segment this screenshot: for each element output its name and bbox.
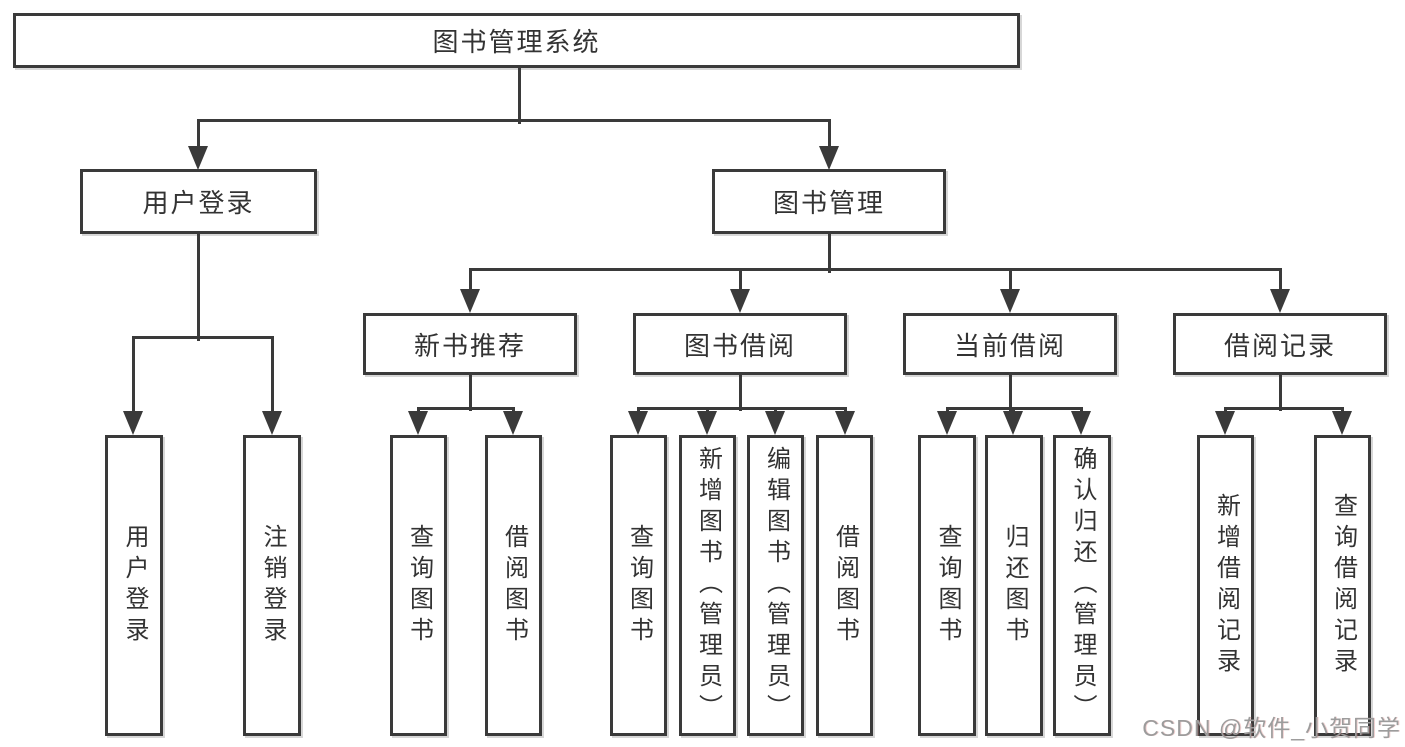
node-new-book-recommend: 新书推荐 xyxy=(363,313,577,375)
node-leaf-query-books-3: 查询图书 xyxy=(918,435,976,736)
arrowhead-icon xyxy=(408,411,428,435)
node-current-borrowing: 当前借阅 xyxy=(903,313,1117,375)
connector-line xyxy=(468,373,472,411)
arrowhead-icon xyxy=(1071,411,1091,435)
node-label: 查询图书 xyxy=(625,523,653,648)
connector-line xyxy=(1008,267,1012,295)
connector-line xyxy=(270,335,274,417)
node-leaf-add-books: 新增图书（管理员） xyxy=(679,435,736,736)
node-label: 当前借阅 xyxy=(953,330,1066,361)
connector-line xyxy=(1223,406,1344,410)
node-label: 新书推荐 xyxy=(413,330,526,361)
arrowhead-icon xyxy=(697,411,717,435)
arrowhead-icon xyxy=(1215,411,1235,435)
node-label: 借阅图书 xyxy=(831,523,859,648)
arrowhead-icon xyxy=(1003,411,1023,435)
connector-line xyxy=(636,406,847,410)
connector-line xyxy=(468,267,472,295)
arrowhead-icon xyxy=(1332,411,1352,435)
arrowhead-icon xyxy=(503,411,523,435)
arrowhead-icon xyxy=(1270,289,1290,313)
connector-line xyxy=(738,267,742,295)
connector-line xyxy=(196,118,200,152)
node-label: 新增图书（管理员） xyxy=(694,446,722,725)
node-label: 用户登录 xyxy=(142,188,255,218)
node-book-borrowing: 图书借阅 xyxy=(633,313,847,375)
connector-line xyxy=(1278,373,1282,411)
arrowhead-icon xyxy=(819,146,839,170)
connector-line xyxy=(1008,373,1012,411)
connector-line xyxy=(131,335,135,417)
node-label: 编辑图书（管理员） xyxy=(762,446,790,725)
arrowhead-icon xyxy=(262,411,282,435)
connector-line xyxy=(517,66,521,124)
arrowhead-icon xyxy=(730,289,750,313)
connector-line xyxy=(196,118,831,122)
node-library-management-system: 图书管理系统 xyxy=(13,13,1020,68)
connector-line xyxy=(196,232,200,341)
arrowhead-icon xyxy=(188,146,208,170)
node-leaf-query-borrow-record: 查询借阅记录 xyxy=(1314,435,1371,736)
node-label: 查询图书 xyxy=(934,523,961,648)
node-label: 借阅记录 xyxy=(1223,330,1336,361)
node-leaf-return-books: 归还图书 xyxy=(985,435,1043,736)
connector-line xyxy=(416,406,515,410)
node-leaf-edit-books: 编辑图书（管理员） xyxy=(747,435,804,736)
connector-line xyxy=(1278,267,1282,295)
node-label: 图书管理 xyxy=(772,188,885,218)
connector-line xyxy=(738,373,742,411)
node-leaf-borrow-books-1: 借阅图书 xyxy=(485,435,542,736)
connector-line xyxy=(827,118,831,152)
node-leaf-borrow-books-2: 借阅图书 xyxy=(816,435,873,736)
node-label: 借阅图书 xyxy=(500,523,528,648)
connector-line xyxy=(468,267,1282,271)
arrowhead-icon xyxy=(835,411,855,435)
connector-line xyxy=(131,335,274,339)
arrowhead-icon xyxy=(628,411,648,435)
arrowhead-icon xyxy=(937,411,957,435)
node-book-management: 图书管理 xyxy=(712,169,946,234)
node-user-login: 用户登录 xyxy=(80,169,317,234)
node-label: 查询图书 xyxy=(405,523,433,648)
node-leaf-confirm-return: 确认归还（管理员） xyxy=(1053,435,1111,736)
node-leaf-add-borrow-record: 新增借阅记录 xyxy=(1197,435,1254,736)
node-label: 图书管理系统 xyxy=(432,27,601,57)
connector-line xyxy=(827,232,831,273)
arrowhead-icon xyxy=(460,289,480,313)
node-label: 图书借阅 xyxy=(683,330,796,361)
arrowhead-icon xyxy=(765,411,785,435)
arrowhead-icon xyxy=(123,411,143,435)
node-leaf-query-books-1: 查询图书 xyxy=(390,435,447,736)
csdn-watermark: CSDN @软件_小贺同学 xyxy=(1142,715,1401,741)
node-label: 归还图书 xyxy=(1001,523,1028,648)
node-label: 确认归还（管理员） xyxy=(1069,446,1096,725)
node-leaf-logout: 注销登录 xyxy=(243,435,301,736)
node-label: 注销登录 xyxy=(259,523,286,648)
node-borrowing-records: 借阅记录 xyxy=(1173,313,1387,375)
node-leaf-user-login: 用户登录 xyxy=(105,435,163,736)
node-label: 用户登录 xyxy=(121,523,148,648)
arrowhead-icon xyxy=(1000,289,1020,313)
node-label: 新增借阅记录 xyxy=(1212,492,1240,679)
node-label: 查询借阅记录 xyxy=(1329,492,1357,679)
node-leaf-query-books-2: 查询图书 xyxy=(610,435,667,736)
